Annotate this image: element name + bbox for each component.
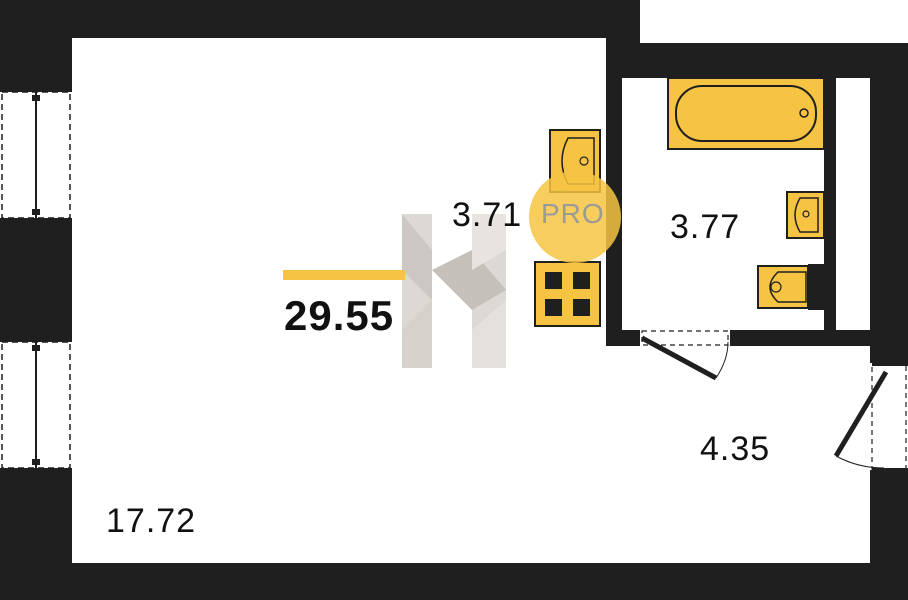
hallway-area-label: 4.35 <box>700 430 771 468</box>
pro-badge <box>529 171 621 263</box>
entrance-door <box>833 360 908 474</box>
kitchen-area-label: 3.71 <box>452 196 523 234</box>
bathroom-sink <box>786 191 825 239</box>
watermark-logo <box>402 214 506 368</box>
bathroom-door <box>640 330 730 381</box>
main-room-area-label: 17.72 <box>106 502 197 540</box>
window-bottom <box>0 341 72 469</box>
toilet <box>757 264 824 310</box>
window-top <box>0 91 72 219</box>
pro-badge-label: PRO <box>541 198 605 229</box>
stove <box>534 261 601 327</box>
bathtub <box>667 77 825 150</box>
total-area-accent-bar <box>283 270 405 280</box>
total-area-label: 29.55 <box>284 292 395 339</box>
bathroom-area-label: 3.77 <box>670 208 741 246</box>
